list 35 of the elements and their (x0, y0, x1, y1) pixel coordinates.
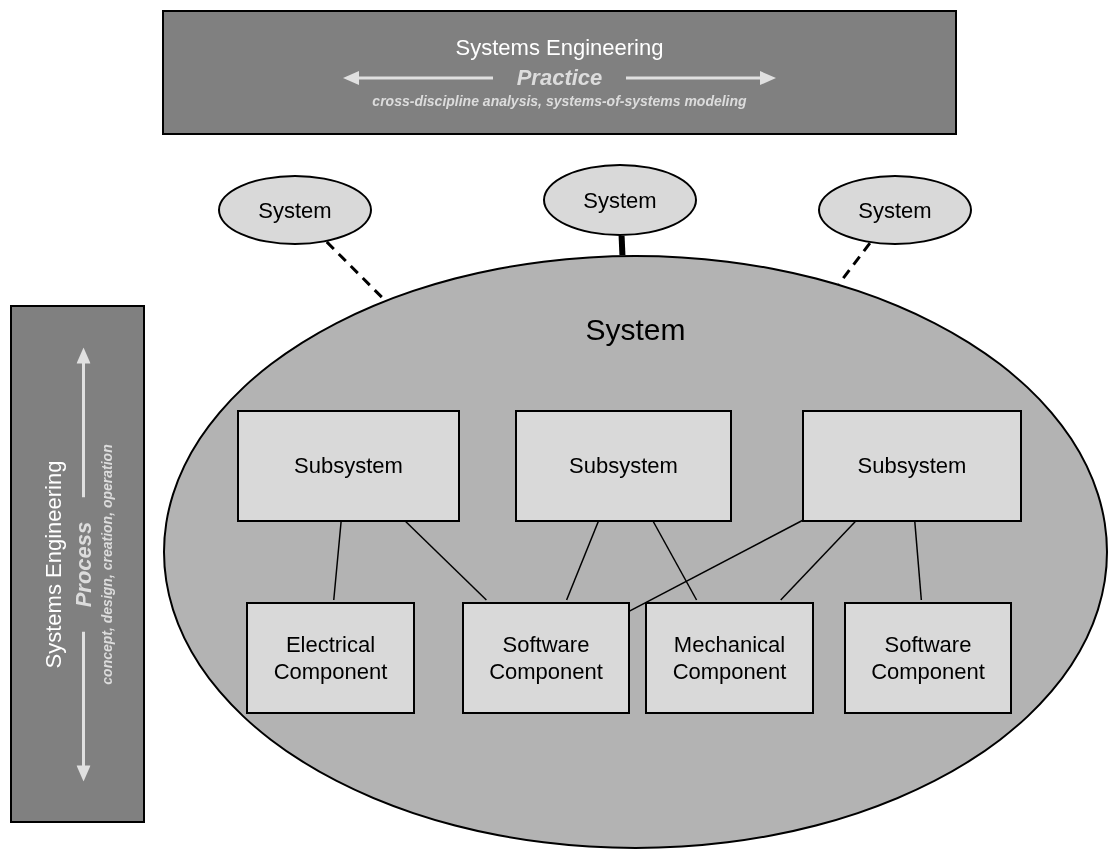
connector-line (780, 519, 858, 601)
band-subtitle: Process (68, 521, 96, 607)
system-label: System (858, 196, 932, 225)
component-box (237, 410, 460, 522)
box-label: Software Component (488, 630, 604, 686)
connector-line (403, 519, 488, 601)
process-band (10, 305, 145, 823)
box-label: Subsystem (294, 452, 403, 480)
box-label: Subsystem (857, 452, 967, 480)
connector-line (618, 235, 626, 256)
connector-line (565, 519, 600, 601)
band-subtitle: Practice (516, 63, 603, 92)
box-label: Software Component (870, 630, 986, 686)
practice-band (162, 10, 957, 135)
component-box (802, 410, 1022, 522)
box-label: Electrical Component (272, 630, 389, 686)
band-description: concept, design, creation, operation (98, 443, 116, 685)
component-box (844, 602, 1012, 714)
connector-line (837, 242, 872, 285)
connector-line (651, 519, 698, 601)
component-box (645, 602, 814, 714)
system-label: System (583, 186, 657, 215)
box-label: Subsystem (569, 452, 678, 480)
band-title: Systems Engineering (455, 34, 664, 62)
connector-line (627, 519, 804, 613)
system-label: System (258, 196, 332, 225)
system-label: System (585, 312, 686, 348)
band-description: cross-discipline analysis, systems-of-systems modeling (372, 93, 747, 111)
component-box (462, 602, 630, 714)
component-box (246, 602, 415, 714)
connector-line (913, 519, 923, 601)
component-box (515, 410, 732, 522)
band-title: Systems Engineering (39, 460, 67, 668)
box-label: Mechanical Component (671, 630, 788, 686)
connector-line (333, 519, 342, 601)
